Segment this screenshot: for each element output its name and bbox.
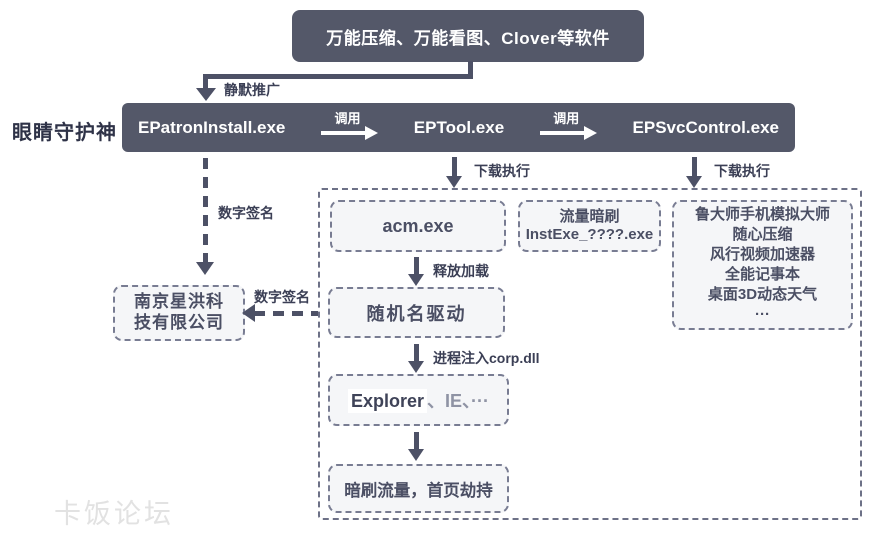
digital-sig-dashed-line-h (254, 311, 318, 316)
explorer-rest: 、IE、··· (427, 391, 490, 411)
connector-arrowhead-icon (196, 88, 216, 101)
call-label-2: 调用 (553, 111, 580, 126)
company-box: 南京星洪科 技有限公司 (113, 285, 245, 341)
process-inject-arrow (414, 344, 419, 361)
main-process-bar: EPatronInstall.exe 调用 EPTool.exe 调用 EPSv… (122, 103, 795, 152)
download-exec-arrow-right (692, 157, 697, 176)
download-exec-label-right: 下载执行 (714, 163, 770, 179)
product-name-label: 眼睛守护神 (12, 122, 117, 144)
acm-exe-box: acm.exe (330, 200, 506, 252)
process-inject-label: 进程注入corp.dll (433, 350, 540, 366)
call-arrow-2: 调用 (539, 103, 597, 152)
software-item: 鲁大师手机模拟大师 (694, 206, 830, 224)
arrow-down-icon (446, 176, 462, 188)
arrow-right-icon (365, 125, 379, 140)
software-item: 随心压缩 (732, 226, 793, 244)
software-item: 桌面3D动态天气 (707, 285, 818, 303)
connector-left-vertical (203, 74, 208, 88)
arrow-down-icon (686, 176, 702, 188)
arrow-shaft-icon (321, 130, 366, 135)
software-list-box: 鲁大师手机模拟大师 随心压缩 风行视频加速器 全能记事本 桌面3D动态天气 ··… (672, 200, 853, 330)
arrow-down-icon (408, 274, 424, 286)
arrow-shaft-icon (539, 130, 584, 135)
company-line1: 南京星洪科 (134, 292, 224, 312)
explorer-highlight: Explorer (347, 389, 428, 413)
forum-watermark: 卡饭论坛 (54, 499, 174, 529)
node-eptool: EPTool.exe (413, 117, 505, 137)
traffic-fraud-box: 流量暗刷 InstExe_????.exe (518, 200, 661, 252)
call-label-1: 调用 (334, 111, 361, 126)
silent-promo-label: 静默推广 (224, 82, 280, 98)
random-driver-box: 随机名驱动 (328, 287, 505, 338)
explorer-ie-box: Explorer、IE、··· (328, 374, 509, 426)
node-epsvccontrol: EPSvcControl.exe (632, 117, 779, 137)
software-item: 风行视频加速器 (709, 246, 815, 264)
release-load-arrow (414, 257, 419, 274)
payload-container (318, 188, 862, 520)
result-arrow (414, 432, 419, 449)
traffic-fraud-line1: 流量暗刷 (559, 207, 620, 225)
arrow-down-icon (196, 262, 214, 275)
traffic-fraud-line2: InstExe_????.exe (525, 226, 654, 243)
explorer-ie-label: Explorer、IE、··· (347, 387, 490, 413)
download-exec-arrow-left (452, 157, 457, 176)
acm-exe-label: acm.exe (382, 215, 454, 236)
random-driver-label: 随机名驱动 (366, 303, 467, 324)
download-exec-label-left: 下载执行 (474, 163, 530, 179)
hijack-result-box: 暗刷流量，首页劫持 (328, 464, 509, 513)
top-software-box: 万能压缩、万能看图、Clover等软件 (292, 10, 644, 62)
digital-sig-label-vertical: 数字签名 (218, 205, 274, 221)
node-epatroninstall: EPatronInstall.exe (138, 117, 286, 137)
connector-top-vertical (468, 61, 473, 78)
company-line2: 技有限公司 (134, 313, 224, 332)
software-item: 全能记事本 (724, 266, 800, 283)
top-software-label: 万能压缩、万能看图、Clover等软件 (326, 28, 610, 48)
arrow-down-icon (408, 361, 424, 373)
software-item-ellipsis: ··· (755, 305, 770, 323)
arrow-down-icon (408, 449, 424, 461)
release-load-label: 释放加载 (433, 263, 489, 279)
digital-sig-label-horizontal: 数字签名 (254, 289, 310, 305)
connector-top-horizontal (203, 74, 473, 79)
digital-sig-dashed-line (203, 158, 208, 262)
hijack-result-label: 暗刷流量，首页劫持 (344, 481, 493, 500)
call-arrow-1: 调用 (321, 103, 379, 152)
arrow-left-icon (242, 304, 255, 322)
arrow-right-icon (583, 125, 597, 140)
